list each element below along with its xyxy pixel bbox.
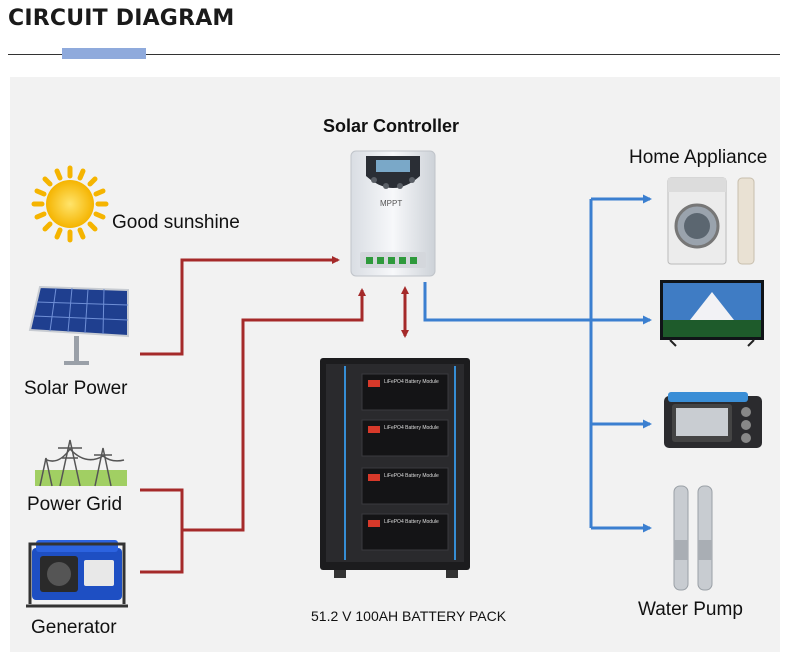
generator-label: Generator [31, 617, 117, 638]
oven-icon [664, 392, 762, 448]
battery-module-label: LiFePO4 Battery Module [384, 425, 439, 431]
water-pump-icon [673, 485, 713, 591]
controller-to-bus-line [423, 282, 591, 322]
grid-generator-to-controller-line [140, 288, 366, 574]
battery-module-label: LiFePO4 Battery Module [384, 519, 439, 525]
home-appliance-label: Home Appliance [629, 147, 768, 168]
washing-machine-icon [667, 177, 755, 265]
sunshine-label: Good sunshine [112, 212, 240, 233]
power-tower-icon [35, 439, 127, 487]
solar-to-controller-line [140, 256, 340, 356]
solar-panel-icon [28, 285, 129, 365]
battery-caption: 51.2 V 100AH BATTERY PACK [311, 608, 507, 624]
solar-controller-device [350, 150, 436, 277]
page-title: CIRCUIT DIAGRAM [8, 6, 235, 31]
sun-icon [31, 165, 109, 243]
battery-module-label: LiFePO4 Battery Module [384, 379, 439, 385]
water-pump-label: Water Pump [638, 599, 743, 620]
battery-cabinet [320, 358, 470, 578]
output-lines [423, 194, 652, 533]
supply-lines [140, 256, 409, 574]
header-accent-bar [62, 48, 146, 59]
controller-title: Solar Controller [323, 116, 460, 136]
battery-module-label: LiFePO4 Battery Module [384, 473, 439, 479]
solar-power-label: Solar Power [24, 378, 128, 399]
header-divider [8, 54, 780, 55]
power-grid-label: Power Grid [27, 494, 123, 515]
controller-brand: MPPT [380, 199, 403, 208]
generator-icon [26, 540, 128, 608]
tv-icon [660, 280, 764, 347]
